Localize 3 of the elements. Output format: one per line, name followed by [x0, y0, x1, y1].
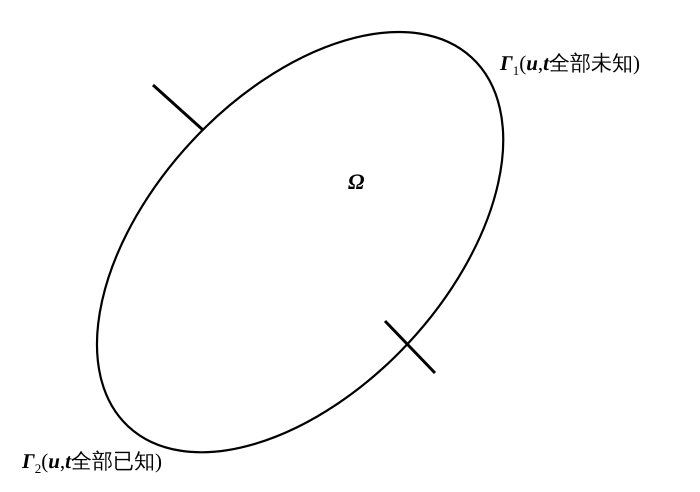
- boundary-label: Γ$_{2}$(u,t全部已知): [22, 450, 162, 476]
- boundary-label: Γ$_{1}$(u,t全部未知): [500, 52, 640, 78]
- domain-symbol: Ω: [348, 170, 364, 194]
